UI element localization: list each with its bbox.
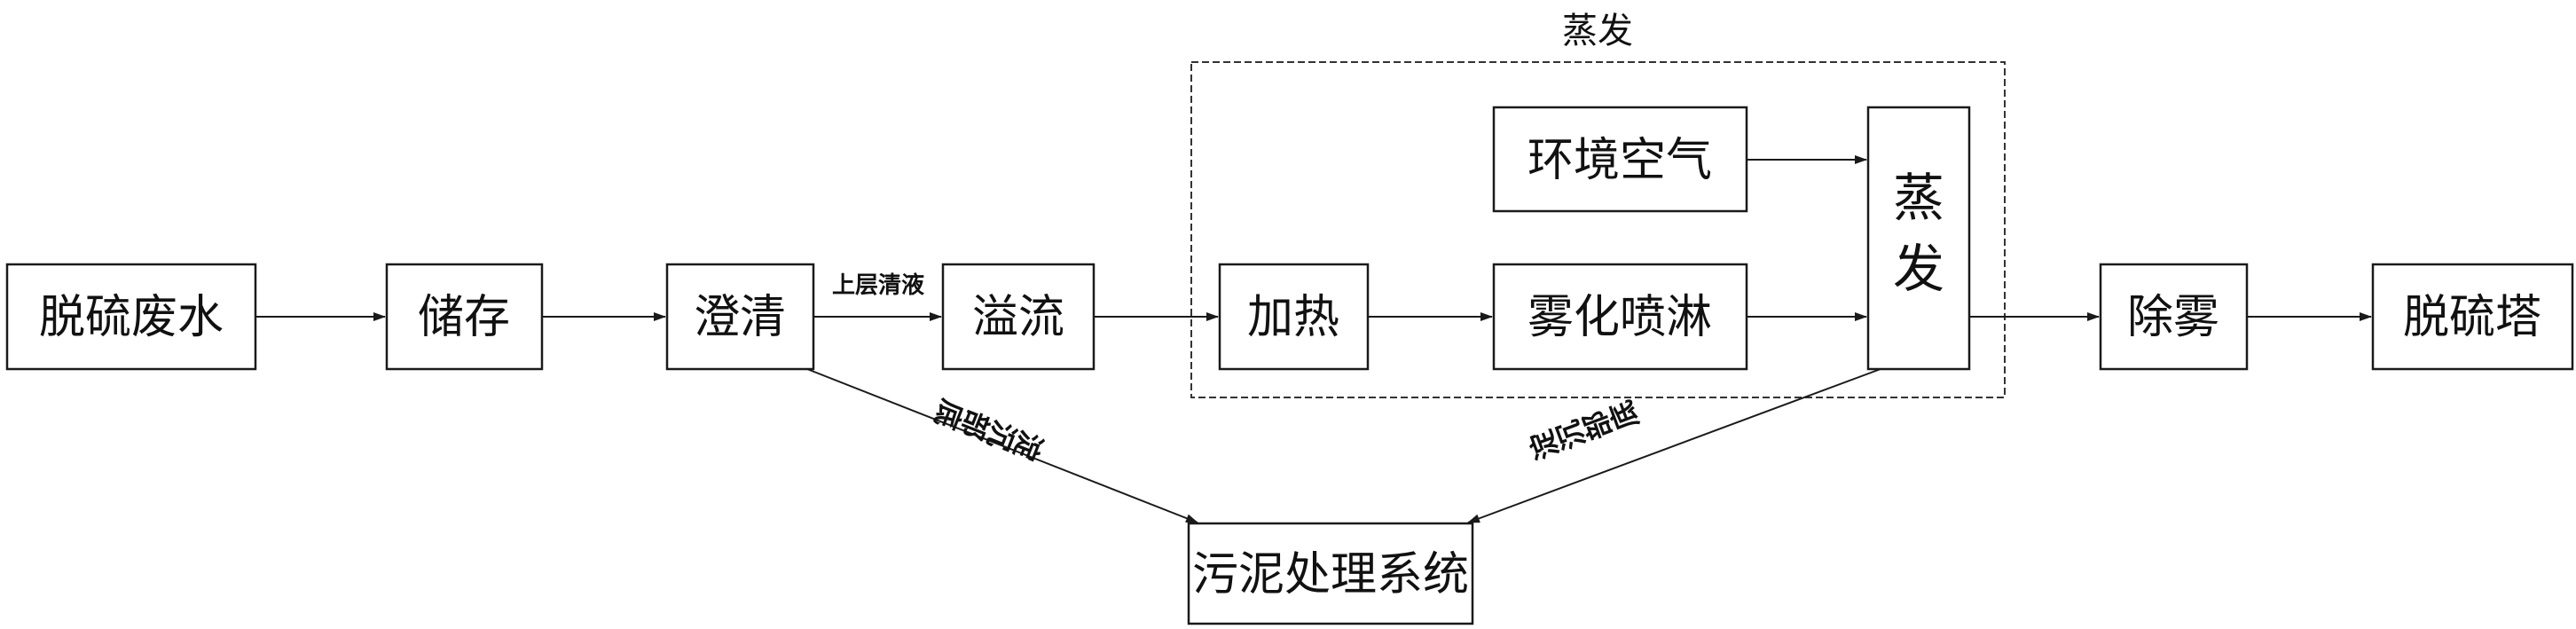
node-label-heating: 加热: [1247, 291, 1339, 344]
edge-label-sediment-right: 底 部 沉 淀: [1524, 396, 1645, 464]
node-evaporation: 蒸 发: [1866, 106, 1971, 371]
node-label-wastewater: 脱硫废水: [39, 291, 224, 344]
node-desulfurization-wastewater: 脱硫废水: [5, 263, 257, 371]
node-desulfurization-tower: 脱硫塔: [2371, 263, 2574, 371]
evaporation-group: 蒸发: [1190, 11, 2006, 398]
node-label-storage: 储存: [418, 291, 510, 344]
edge-label-supernatant: 上层清液: [832, 272, 924, 299]
evaporation-group-title: 蒸发: [1562, 11, 1633, 51]
node-label-clarify: 澄清: [694, 291, 786, 344]
node-atomizing-spray: 雾化喷淋: [1492, 263, 1748, 371]
node-heating: 加热: [1218, 263, 1370, 371]
evaporation-group-border: [1190, 61, 2006, 398]
node-overflow: 溢流: [941, 263, 1096, 371]
node-label-air: 环境空气: [1528, 134, 1712, 187]
node-ambient-air: 环境空气: [1492, 106, 1748, 213]
edge-label-sediment-left: 底 部 沉 淀: [928, 395, 1048, 465]
node-label-spray: 雾化喷淋: [1528, 291, 1712, 344]
node-demisting: 除雾: [2099, 263, 2249, 371]
node-label-evaporate-1: 蒸: [1893, 168, 1944, 228]
node-storage: 储存: [385, 263, 544, 371]
node-label-sludge: 污泥处理系统: [1192, 548, 1469, 601]
node-label-evaporate-2: 发: [1893, 239, 1944, 299]
node-label-demist: 除雾: [2127, 291, 2219, 344]
edge-evaporation-to-sludge: [1467, 368, 1881, 523]
edge-clarify-to-sludge: [806, 368, 1198, 523]
node-label-tower: 脱硫塔: [2403, 291, 2541, 344]
node-sludge-treatment: 污泥处理系统: [1187, 522, 1474, 625]
node-label-overflow: 溢流: [972, 291, 1064, 344]
node-clarification: 澄清: [665, 263, 815, 371]
